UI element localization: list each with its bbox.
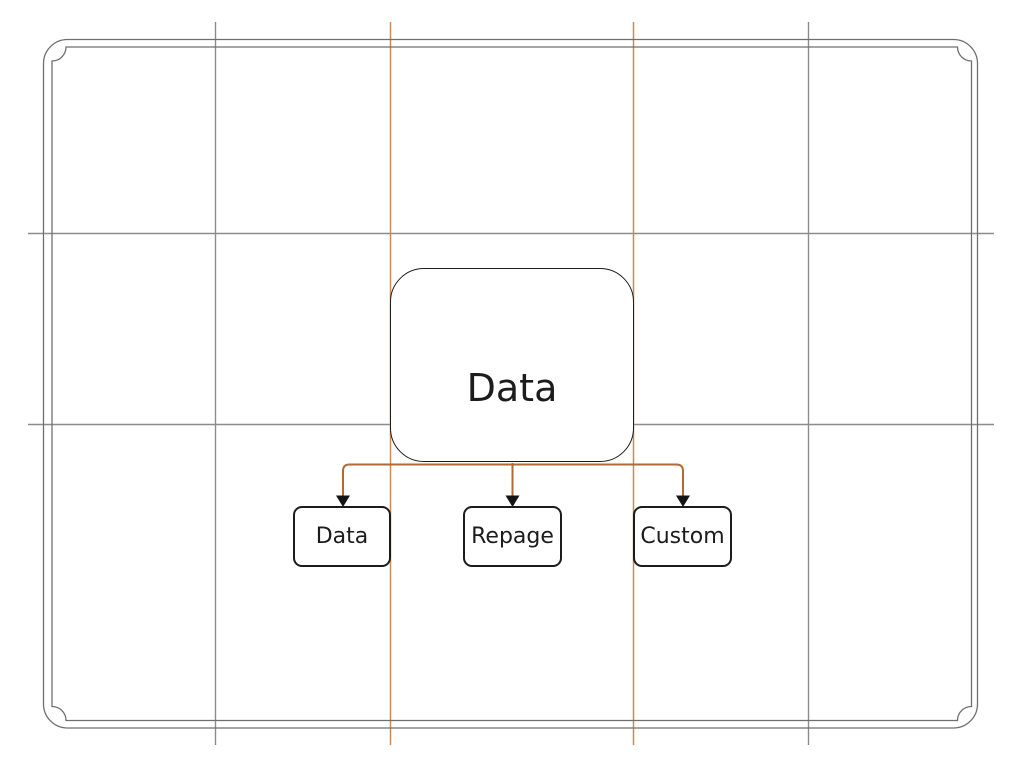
diagram-node-child-repage[interactable]: Repage xyxy=(463,506,562,567)
diagram-node-child-custom[interactable]: Custom xyxy=(633,506,732,567)
page-frame-outer-border xyxy=(42,38,979,729)
arrowhead-icon xyxy=(336,495,350,507)
diagram-node-child-data[interactable]: Data xyxy=(293,506,391,567)
page-frame-inner-border xyxy=(51,46,973,722)
node-label: Custom xyxy=(640,523,725,549)
connector-elbow-lines xyxy=(342,463,684,497)
page-frame xyxy=(42,38,979,729)
diagram-node-root[interactable]: Data xyxy=(390,268,634,462)
arrowhead-icon xyxy=(676,495,690,507)
connectors xyxy=(336,463,690,507)
node-label: Repage xyxy=(471,523,554,549)
node-label: Data xyxy=(315,523,369,549)
arrowhead-icon xyxy=(505,495,520,507)
node-label: Data xyxy=(466,366,558,410)
